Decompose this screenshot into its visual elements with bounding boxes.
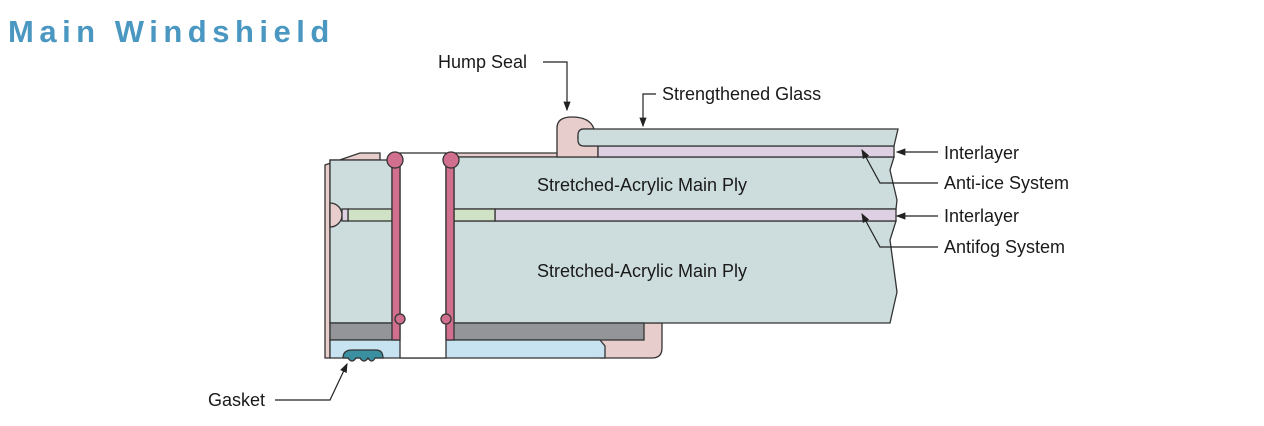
green-edge-strip-left: [347, 208, 393, 222]
bead-interlayer: [341, 208, 349, 222]
bolt-sleeve-left: [386, 151, 406, 341]
spacer-strip: [329, 322, 645, 341]
svg-text:Hump Seal: Hump Seal: [438, 52, 527, 72]
svg-text:Interlayer: Interlayer: [944, 143, 1019, 163]
callout-interlayer-top: Interlayer: [895, 143, 1019, 163]
callout-strengthened-glass: Strengthened Glass: [639, 84, 821, 128]
lower-ply-label: Stretched-Acrylic Main Ply: [537, 261, 747, 281]
left-ply-block: [329, 159, 393, 324]
bottom-retainer: [329, 339, 606, 359]
callout-anti-ice: Anti-ice System: [861, 148, 1069, 193]
svg-text:Strengthened Glass: Strengthened Glass: [662, 84, 821, 104]
strengthened-glass: [577, 128, 899, 147]
bolt-hole: [399, 152, 447, 359]
callout-interlayer-mid: Interlayer: [895, 206, 1019, 226]
top-interlayer: [597, 145, 895, 158]
green-edge-strip-right: [453, 208, 496, 222]
gasket: [342, 349, 384, 362]
svg-text:Antifog System: Antifog System: [944, 237, 1065, 257]
svg-text:Anti-ice System: Anti-ice System: [944, 173, 1069, 193]
svg-text:Interlayer: Interlayer: [944, 206, 1019, 226]
callout-gasket: Gasket: [208, 362, 348, 410]
upper-ply-label: Stretched-Acrylic Main Ply: [537, 175, 747, 195]
callout-hump-seal: Hump Seal: [438, 52, 571, 112]
bolt-sleeve-right: [440, 151, 460, 341]
svg-text:Gasket: Gasket: [208, 390, 265, 410]
middle-interlayer: [494, 208, 897, 222]
diagram-title: Main Windshield: [8, 14, 335, 49]
callout-antifog: Antifog System: [861, 212, 1065, 257]
